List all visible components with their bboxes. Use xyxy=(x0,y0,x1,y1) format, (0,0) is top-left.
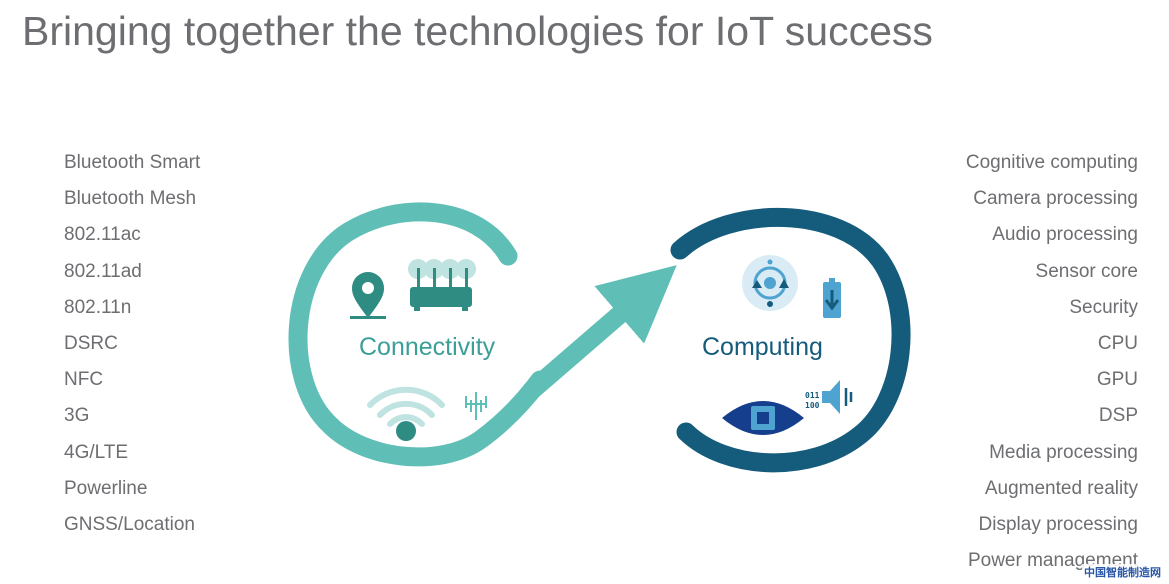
wifi-icon xyxy=(367,386,445,441)
connectivity-loop xyxy=(288,202,550,467)
list-item: Bluetooth Smart xyxy=(64,152,201,173)
list-item: GPU xyxy=(1096,369,1138,391)
list-item: Cognitive computing xyxy=(965,152,1138,173)
list-item: 3G xyxy=(64,405,90,427)
list-item: Augmented reality xyxy=(984,477,1138,499)
computing-label: Computing xyxy=(702,333,823,361)
watermark: 中国智能制造网 xyxy=(1082,564,1163,580)
camera-aperture-icon xyxy=(742,255,798,311)
router-icon xyxy=(408,259,476,311)
svg-text:100: 100 xyxy=(805,401,820,410)
cell-tower-icon xyxy=(465,392,487,420)
list-item: Display processing xyxy=(978,513,1138,535)
list-item: 802.11ad xyxy=(64,260,142,282)
eye-chip-icon xyxy=(722,401,804,435)
list-item: Sensor core xyxy=(1035,260,1138,282)
connectivity-label: Connectivity xyxy=(359,333,496,361)
computing-loop xyxy=(670,208,911,473)
list-item: NFC xyxy=(64,369,104,391)
location-pin-icon xyxy=(350,272,386,319)
list-item: DSP xyxy=(1098,405,1138,427)
audio-binary-icon: 011 100 xyxy=(805,380,853,414)
connectivity-list: Bluetooth Smart Bluetooth Mesh 802.11ac … xyxy=(64,150,200,548)
list-item: GNSS/Location xyxy=(64,513,195,535)
list-item: CPU xyxy=(1097,332,1138,354)
list-item: 802.11n xyxy=(64,296,132,318)
list-item: Audio processing xyxy=(992,224,1138,246)
list-item: Powerline xyxy=(64,477,148,499)
list-item: 4G/LTE xyxy=(64,441,129,463)
battery-icon xyxy=(823,278,841,318)
list-item: DSRC xyxy=(64,332,118,354)
list-item: Bluetooth Mesh xyxy=(64,188,197,210)
list-item: Media processing xyxy=(989,441,1138,463)
connecting-arrow xyxy=(523,265,677,400)
list-item: 802.11ac xyxy=(64,224,141,246)
svg-text:011: 011 xyxy=(805,391,820,400)
page-title: Bringing together the technologies for I… xyxy=(22,8,933,54)
list-item: Camera processing xyxy=(973,188,1138,210)
list-item: Security xyxy=(1069,296,1138,318)
